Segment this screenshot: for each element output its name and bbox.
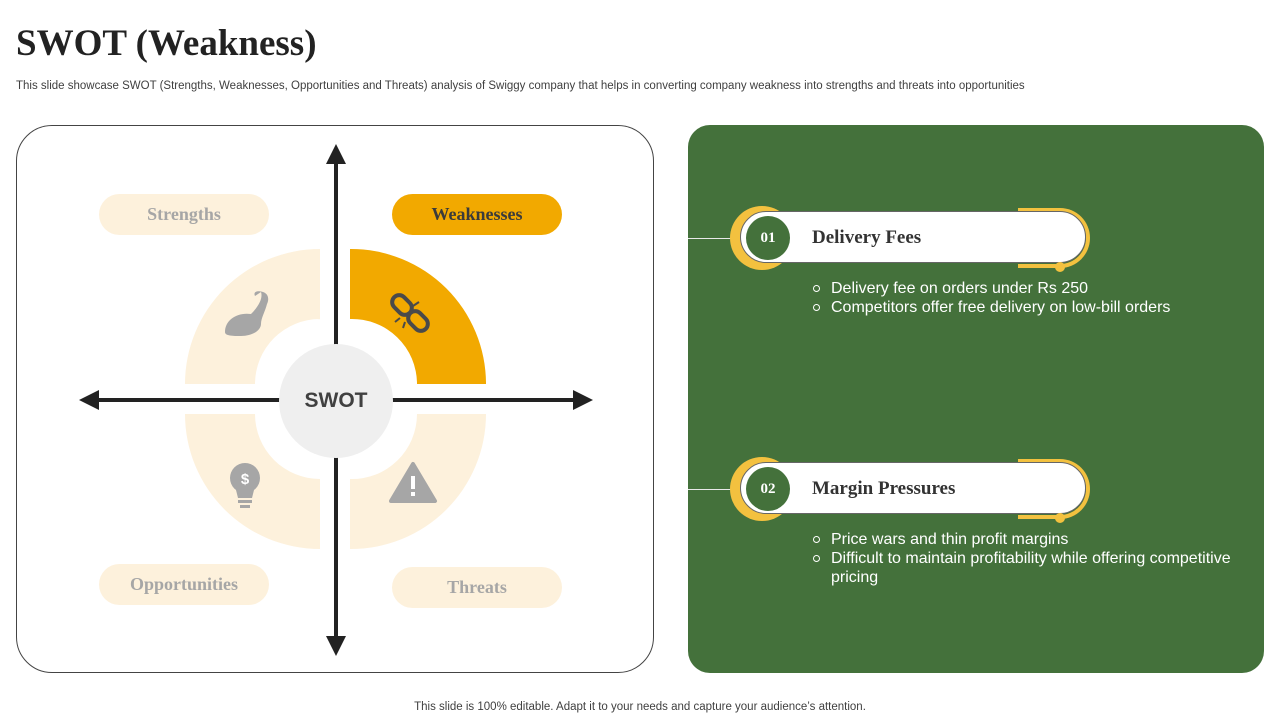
svg-text:$: $ — [241, 471, 250, 488]
warning-triangle-icon — [389, 462, 437, 503]
bullet-item: Difficult to maintain profitability whil… — [812, 549, 1232, 587]
capsule-arc — [1018, 459, 1090, 519]
lightbulb-dollar-icon: $ — [230, 463, 260, 508]
title-capsule — [740, 462, 1086, 514]
capsule-arc — [1018, 208, 1090, 268]
arrow-left-icon — [79, 390, 99, 410]
slide-footer: This slide is 100% editable. Adapt it to… — [414, 701, 866, 713]
item-bullets: Delivery fee on orders under Rs 250 Comp… — [812, 279, 1232, 317]
bullet-item: Price wars and thin profit margins — [812, 530, 1232, 549]
slide-subtitle: This slide showcase SWOT (Strengths, Wea… — [16, 80, 1025, 92]
connector-line — [688, 238, 734, 239]
weaknesses-label[interactable]: Weaknesses — [392, 194, 562, 235]
arrow-right-icon — [573, 390, 593, 410]
swot-center-label: SWOT — [279, 344, 393, 458]
broken-chain-icon — [390, 293, 430, 333]
flexed-arm-icon — [225, 291, 269, 336]
arrow-up-icon — [326, 144, 346, 164]
weaknesses-arc[interactable] — [350, 248, 486, 384]
bullet-item: Delivery fee on orders under Rs 250 — [812, 279, 1232, 298]
opportunities-label[interactable]: Opportunities — [99, 564, 269, 605]
weakness-details-panel: 01 Delivery Fees Delivery fee on orders … — [688, 125, 1264, 673]
capsule-dot — [1055, 513, 1065, 523]
swot-diagram-panel: $ Strengths Weaknesses Opportunities Thr… — [16, 125, 654, 673]
threats-label[interactable]: Threats — [392, 567, 562, 608]
item-title: Margin Pressures — [812, 478, 956, 499]
strengths-label[interactable]: Strengths — [99, 194, 269, 235]
item-number: 02 — [746, 467, 790, 511]
swot-diagram: $ — [79, 144, 593, 656]
capsule-dot — [1055, 262, 1065, 272]
arrow-down-icon — [326, 636, 346, 656]
item-bullets: Price wars and thin profit margins Diffi… — [812, 530, 1232, 587]
bullet-item: Competitors offer free delivery on low-b… — [812, 298, 1232, 317]
title-capsule — [740, 211, 1086, 263]
item-title: Delivery Fees — [812, 227, 922, 248]
slide-title: SWOT (Weakness) — [16, 23, 317, 64]
chain-break-marks — [394, 301, 420, 329]
connector-line — [688, 489, 734, 490]
item-number: 01 — [746, 216, 790, 260]
